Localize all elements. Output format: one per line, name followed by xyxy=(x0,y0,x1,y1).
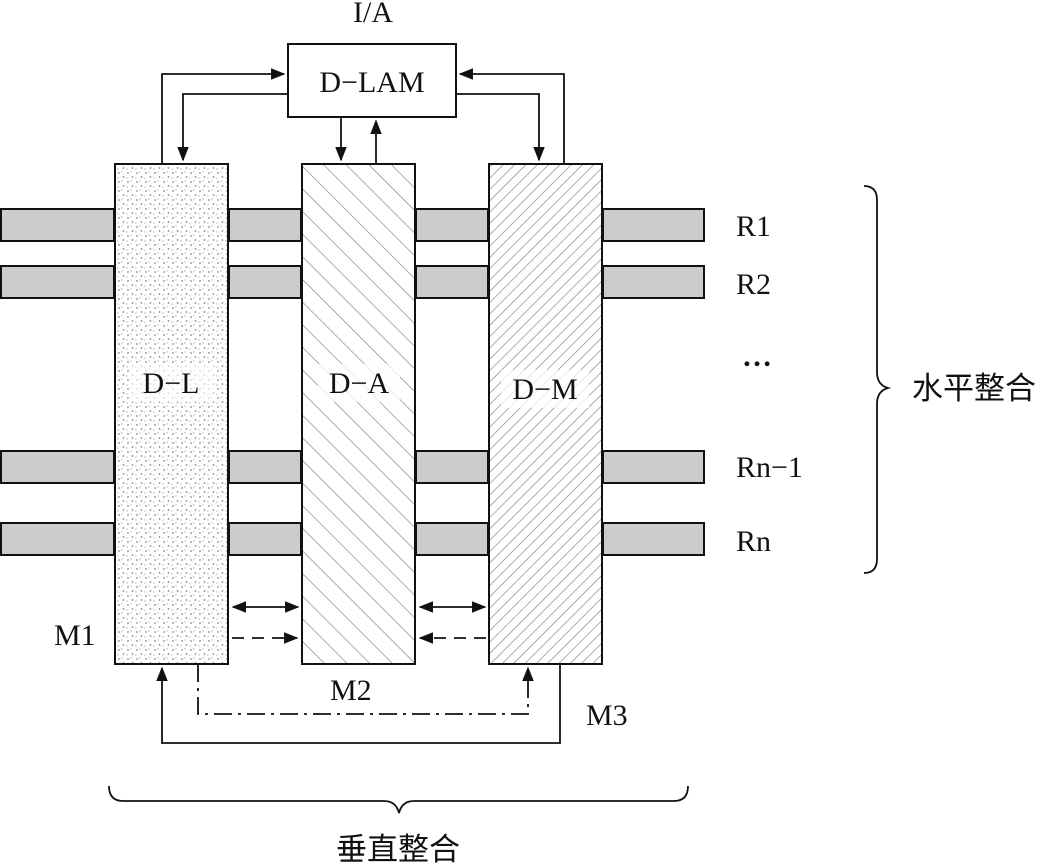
arrow-dm-to-hub xyxy=(458,68,565,164)
column-d-m: D−M xyxy=(488,163,603,665)
column-label-d-m: D−M xyxy=(512,373,577,406)
hub-connectors xyxy=(161,68,565,164)
column-label-d-l: D−L xyxy=(143,367,200,400)
label-m1: M1 xyxy=(54,619,96,652)
row-label-r1: R1 xyxy=(736,210,771,243)
row-bar-rn xyxy=(0,522,705,556)
row-bar-r2 xyxy=(0,265,705,299)
row-label-r2: R2 xyxy=(736,268,771,301)
row-bars xyxy=(0,208,705,556)
lower-connectors xyxy=(156,601,561,744)
horizontal-integration-label: 水平整合 xyxy=(912,371,1036,407)
label-m3: M3 xyxy=(586,699,628,732)
row-label-rn: Rn xyxy=(736,525,771,558)
column-d-a: D−A xyxy=(301,163,416,665)
arrow-hub-to-dl xyxy=(177,93,288,162)
horizontal-brace xyxy=(863,185,892,574)
vertical-integration-label: 垂直整合 xyxy=(336,832,460,867)
column-label-d-a: D−A xyxy=(329,367,390,400)
arrow-dm-to-dl-solid xyxy=(156,664,561,744)
arrow-dl-to-dm-dashdot xyxy=(197,664,534,715)
column-d-l: D−L xyxy=(114,163,229,665)
row-bar-r1 xyxy=(0,208,705,242)
label-m2: M2 xyxy=(330,674,372,707)
row-label-rn-1: Rn−1 xyxy=(736,451,803,484)
hub-box-d-lam: D−LAM xyxy=(287,43,457,118)
top-label: I/A xyxy=(353,0,393,29)
vertical-brace xyxy=(108,785,689,814)
hub-label: D−LAM xyxy=(319,66,424,99)
arrow-hub-to-dm xyxy=(456,93,545,162)
row-label-ellipsis: … xyxy=(742,340,772,373)
arrow-dl-to-hub xyxy=(161,68,286,164)
